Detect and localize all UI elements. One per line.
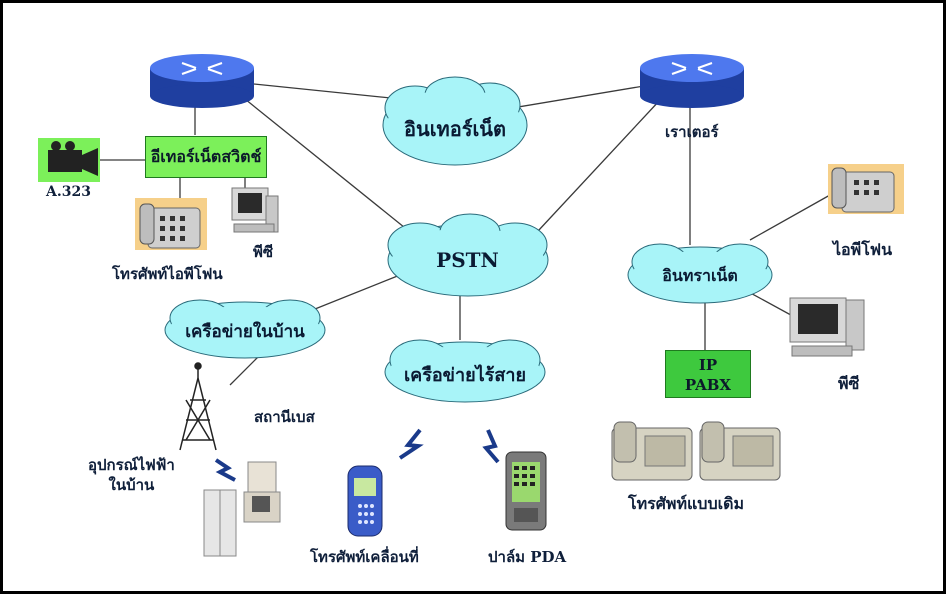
- pc-left-label: พีซี: [253, 243, 274, 261]
- router-left: [150, 54, 254, 108]
- link-router-right-pstn: [524, 99, 661, 246]
- router-label: เราเตอร์: [665, 123, 719, 141]
- link-home-basestation: [229, 354, 261, 386]
- ip-phone-right-label: ไอพีโฟน: [833, 240, 893, 259]
- base-station-label: สถานีเบส: [254, 408, 315, 426]
- home-network-label: เครือข่ายในบ้าน: [185, 322, 305, 342]
- link-router-pstn: [239, 94, 421, 241]
- link-internet-router-right: [499, 84, 651, 111]
- ip-phone-right-icon: [828, 164, 904, 214]
- router-right: [640, 54, 744, 108]
- home-appliance-icon: [203, 461, 281, 557]
- link-pstn-home: [299, 274, 401, 316]
- pc-left-icon: [231, 187, 279, 233]
- intranet-label: อินทราเน็ต: [662, 266, 738, 285]
- camera-icon: [38, 138, 100, 182]
- pda-icon: [505, 451, 547, 531]
- legacy-phone-icon-2: [699, 421, 781, 481]
- wireless-bolt-pda: [482, 429, 500, 464]
- legacy-phone-label: โทรศัพท์แบบเดิม: [628, 494, 745, 513]
- palm-pda-label: ปาล์ม PDA: [488, 548, 567, 566]
- ip-phone-left-label: โทรศัพท์ไอพีโฟน: [112, 265, 223, 283]
- wireless-bolt-base: [214, 458, 236, 482]
- camera-label: A.323: [46, 184, 91, 200]
- mobile-phone-label: โทรศัพท์เคลื่อนที่: [310, 548, 419, 566]
- pc-right-icon: [789, 297, 865, 357]
- legacy-phone-icon-1: [611, 421, 693, 481]
- mobile-phone-icon: [347, 465, 383, 537]
- ethernet-switch-box: อีเทอร์เน็ตสวิตช์: [145, 136, 267, 178]
- pc-right-label: พีซี: [838, 374, 860, 393]
- wireless-network-label: เครือข่ายไร้สาย: [404, 365, 526, 386]
- home-appliance-label: อุปกรณ์ไฟฟ้า ในบ้าน: [88, 456, 175, 494]
- internet-label: อินเทอร์เน็ต: [404, 117, 506, 141]
- link-intranet-ipphone: [749, 194, 831, 241]
- wireless-bolt-mobile: [398, 428, 424, 460]
- ip-phone-left-icon: [135, 198, 207, 250]
- pstn-label: PSTN: [436, 248, 499, 272]
- ip-pabx-box: IP PABX: [665, 350, 751, 398]
- base-station-icon: [179, 362, 217, 451]
